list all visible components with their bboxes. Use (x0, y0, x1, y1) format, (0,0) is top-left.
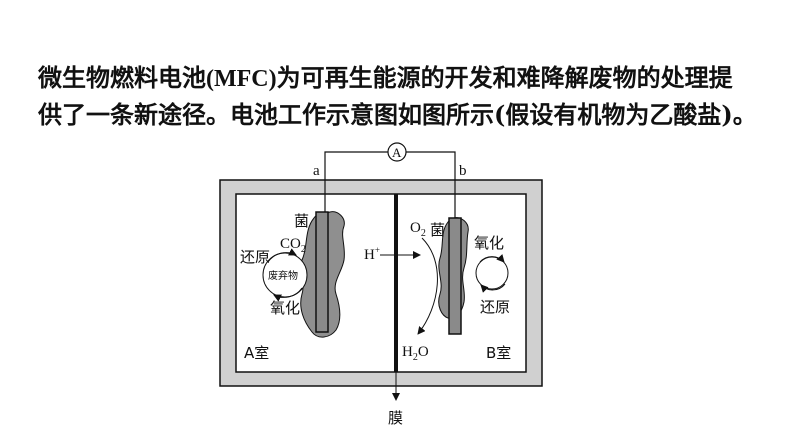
waste-label: 废弃物 (268, 269, 298, 282)
proton-superscript: + (375, 245, 380, 255)
left-reduction-label: 还原 (240, 248, 270, 266)
right-bacteria-label: 菌 (430, 221, 445, 239)
o2-label: O2 (410, 220, 426, 239)
electrode-a-label: a (313, 163, 320, 179)
right-oxidation-label: 氧化 (474, 234, 504, 252)
ammeter (387, 142, 407, 162)
water-label: H2O (402, 344, 429, 363)
anode-a (315, 211, 329, 333)
problem-line-1: 微生物燃料电池(MFC)为可再生能源的开发和难降解废物的处理提 (38, 60, 768, 97)
external-wire (324, 151, 388, 218)
water-tail: O (418, 344, 429, 360)
right-reduction-label: 还原 (480, 298, 510, 316)
external-wire-right (406, 151, 456, 218)
tank-frame (219, 179, 543, 387)
cycle-arrow-left-top (267, 248, 297, 263)
cycle-arrow-right-top (479, 254, 505, 263)
o2-subscript: 2 (421, 228, 426, 239)
problem-line-1-mfc: (MFC) (206, 66, 277, 92)
left-oxidation-label: 氧化 (270, 299, 300, 317)
proton-label: H+ (364, 245, 380, 263)
electrode-b-label: b (459, 163, 467, 179)
problem-line-1-post: 为可再生能源的开发和难降解废物的处理提 (276, 63, 733, 92)
left-bacteria-label: 菌 (294, 212, 309, 230)
o2-text: O (410, 220, 421, 236)
proton-text: H (364, 247, 375, 263)
cathode-b (448, 217, 462, 335)
membrane-label: 膜 (388, 409, 403, 427)
problem-text: 微生物燃料电池(MFC)为可再生能源的开发和难降解废物的处理提 供了一条新途径。… (38, 60, 768, 133)
oxygen-reduction-arrow (417, 237, 438, 335)
co2-subscript: 2 (301, 244, 306, 255)
cycle-arrow-left-bottom (273, 287, 303, 302)
problem-line-2: 供了一条新途径。电池工作示意图如图所示(假设有机物为乙酸盐)。 (38, 100, 757, 129)
chamber-a-label: A室 (244, 344, 269, 362)
ammeter-label: A (392, 145, 402, 160)
cycle-arrow-right-bottom (480, 283, 506, 293)
co2-label: CO2 (280, 236, 306, 255)
chamber-b-label: B室 (486, 344, 511, 362)
water-text: H (402, 344, 413, 360)
water-subscript: 2 (413, 352, 418, 363)
co2-text: CO (280, 236, 301, 252)
problem-line-1-pre: 微生物燃料电池 (38, 63, 206, 92)
